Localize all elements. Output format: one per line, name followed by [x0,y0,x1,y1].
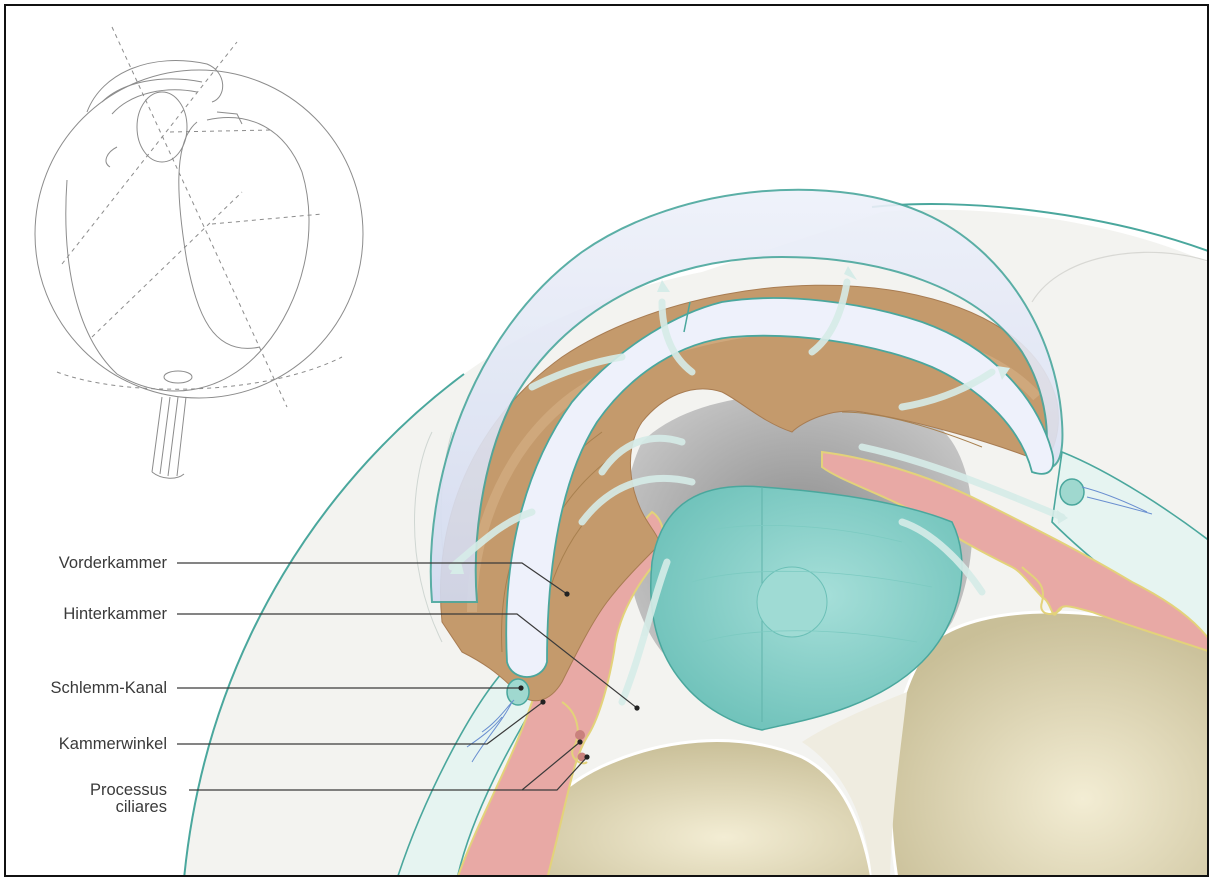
ciliary-process-1 [575,730,585,740]
figure-frame: Vorderkammer Hinterkammer Schlemm-Kanal … [4,4,1209,877]
label-hinterkammer: Hinterkammer [63,605,167,623]
eye-anatomy-illustration [6,6,1209,877]
overview-inner-fold [179,122,260,348]
label-processus-line1: Processus [90,782,167,799]
vitreous-right [890,612,1209,877]
lens-nucleus [757,567,827,637]
overview-optic-nerve [152,397,186,476]
label-kammerwinkel: Kammerwinkel [59,735,167,753]
label-vorderkammer: Vorderkammer [59,554,167,572]
overview-vitreous-outline [66,118,309,391]
overview-eye-sketch [35,27,363,478]
overview-lens [137,92,187,162]
overview-globe-outline [35,70,363,398]
label-processus-ciliares: Processus ciliares [90,782,167,816]
label-schlemm-kanal: Schlemm-Kanal [51,679,167,697]
label-processus-line2: ciliares [90,799,167,816]
